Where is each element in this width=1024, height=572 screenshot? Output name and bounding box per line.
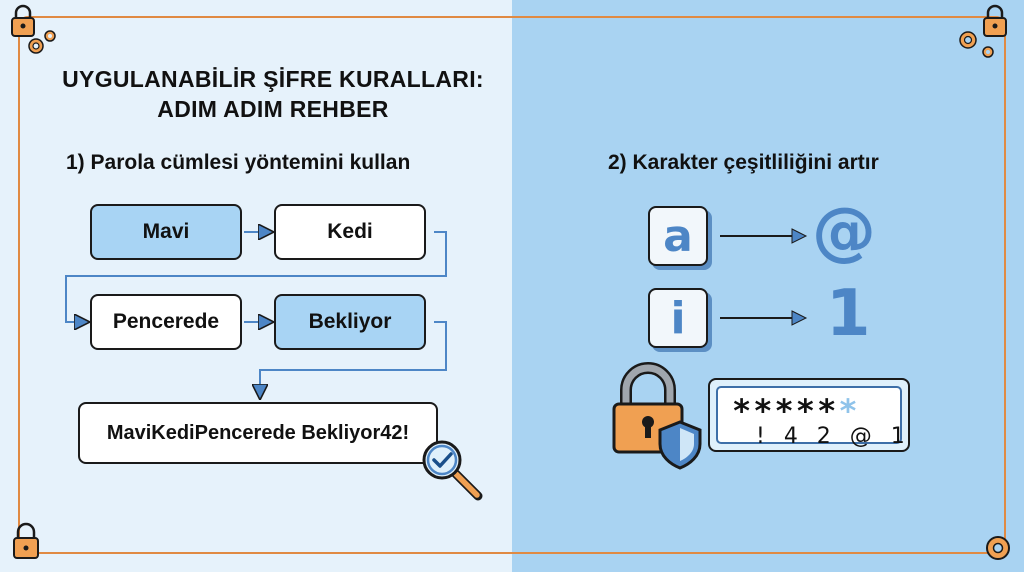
- word-box-pencerede: Pencerede: [90, 294, 248, 356]
- password-mask: ******: [732, 392, 860, 430]
- passphrase-result: MaviKediPencerede Bekliyor42!: [78, 402, 444, 470]
- section1-heading: 1) Parola cümlesi yöntemini kullan: [66, 151, 411, 174]
- char-target-at: @: [812, 195, 876, 269]
- password-chars: ! 4 2 @ 1: [756, 424, 911, 449]
- right-panel: [512, 0, 1024, 572]
- padlock-shield-icon: [612, 362, 702, 470]
- arrow-right-icon: [720, 310, 808, 326]
- word-box-kedi: Kedi: [274, 204, 432, 266]
- section2-heading: 2) Karakter çeşitliliğini artır: [608, 151, 879, 174]
- word-box-mavi: Mavi: [90, 204, 248, 266]
- char-target-1: 1: [826, 277, 871, 351]
- arrow-right-icon: [720, 228, 808, 244]
- lock-icon: [13, 522, 39, 559]
- gear-lock-icon: [959, 4, 1007, 58]
- gear-icon: [986, 536, 1010, 560]
- title-line-1: UYGULANABİLİR ŞİFRE KURALLARI:: [62, 66, 484, 92]
- password-field-inner: ****** ! 4 2 @ 1: [716, 386, 905, 449]
- word-box-bekliyor: Bekliyor: [274, 294, 432, 356]
- page-title: UYGULANABİLİR ŞİFRE KURALLARI: ADIM ADIM…: [58, 64, 488, 124]
- title-line-2: ADIM ADIM REHBER: [157, 96, 389, 122]
- char-box-i: i: [648, 288, 708, 348]
- char-box-a: a: [648, 206, 708, 266]
- border-frame: [18, 16, 1006, 554]
- password-field: ****** ! 4 2 @ 1: [708, 378, 910, 452]
- magnifier-check-icon: [422, 440, 483, 501]
- mask-stars: *****: [732, 392, 839, 430]
- lock-gear-icon: [11, 4, 56, 54]
- mask-cursor-star: *: [838, 392, 860, 430]
